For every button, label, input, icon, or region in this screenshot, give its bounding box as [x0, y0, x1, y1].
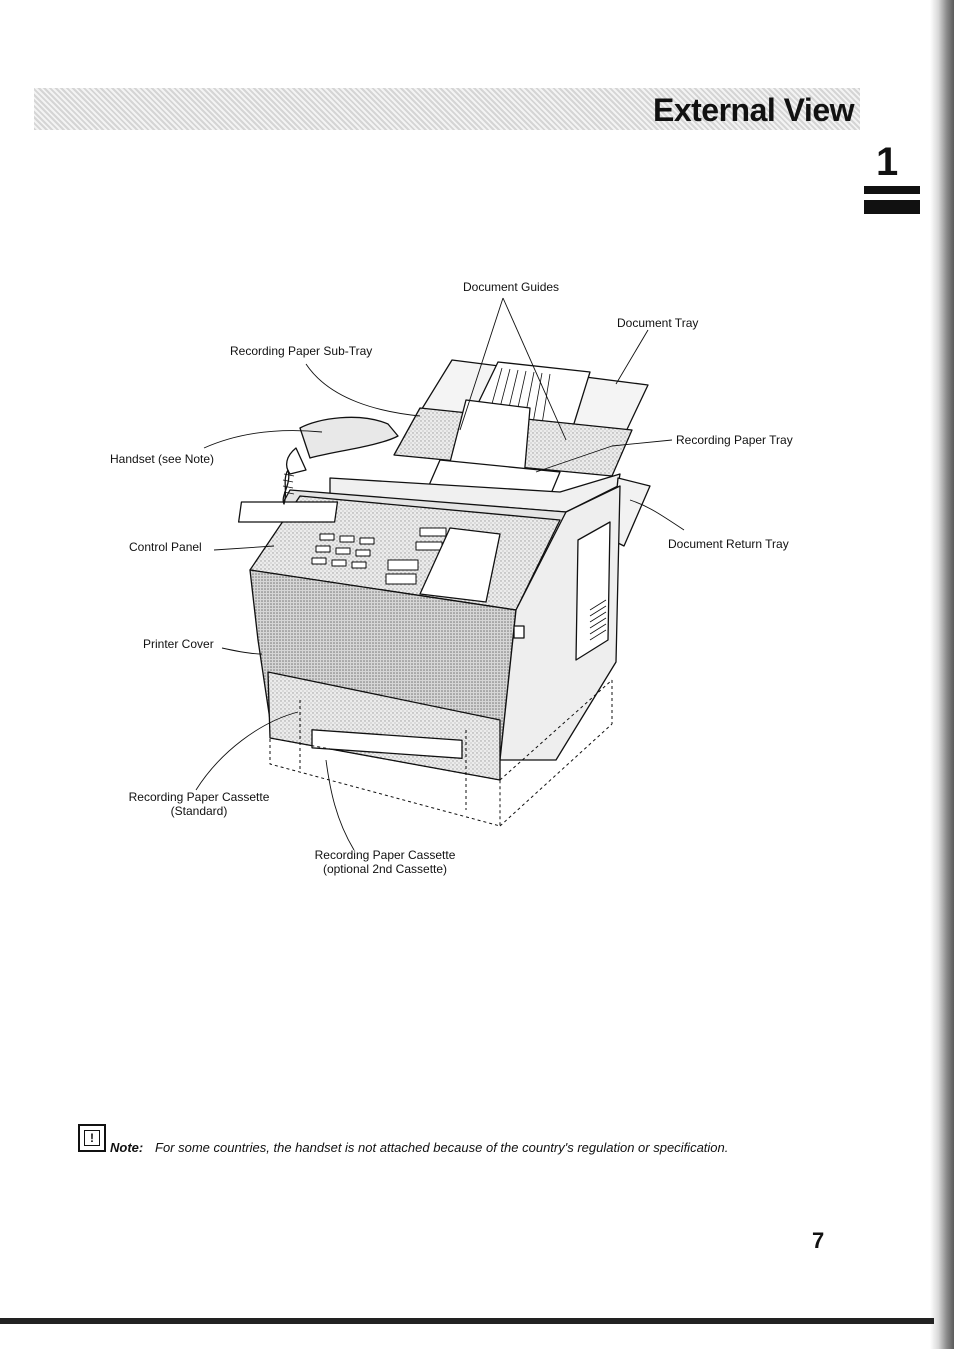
label-cassette-standard-line1: Recording Paper Cassette [128, 790, 270, 804]
leader-lines [195, 297, 685, 851]
label-cassette-optional-line1: Recording Paper Cassette [314, 848, 456, 862]
label-recording-paper-sub-tray: Recording Paper Sub-Tray [230, 344, 373, 358]
label-cassette-standard: Recording Paper Cassette (Standard) [123, 790, 275, 818]
label-recording-paper-tray: Recording Paper Tray [676, 433, 793, 447]
label-cassette-optional: Recording Paper Cassette (optional 2nd C… [304, 848, 466, 876]
page-title: External View [652, 92, 855, 128]
note-icon: ! [78, 1124, 106, 1152]
handset-shape [299, 416, 399, 459]
note-label: Note: [110, 1140, 144, 1155]
label-document-tray: Document Tray [617, 316, 699, 330]
chapter-tab-bar [864, 186, 920, 194]
label-printer-cover: Printer Cover [143, 637, 214, 651]
label-handset: Handset (see Note) [110, 452, 215, 466]
label-document-guides: Document Guides [463, 280, 560, 294]
bottom-rule [0, 1318, 934, 1324]
chapter-number: 1 [876, 140, 899, 184]
page-edge-shadow [930, 0, 954, 1349]
cassette-optional-shape [269, 679, 613, 827]
chapter-tab-bar [864, 200, 920, 214]
label-cassette-optional-line2: (optional 2nd Cassette) [322, 862, 448, 876]
label-control-panel: Control Panel [129, 540, 202, 554]
label-cassette-standard-line2: (Standard) [170, 804, 228, 818]
page-number: 7 [812, 1228, 825, 1253]
label-document-return-tray: Document Return Tray [668, 537, 789, 551]
note-text: For some countries, the handset is not a… [155, 1140, 729, 1155]
header-band [34, 88, 860, 130]
